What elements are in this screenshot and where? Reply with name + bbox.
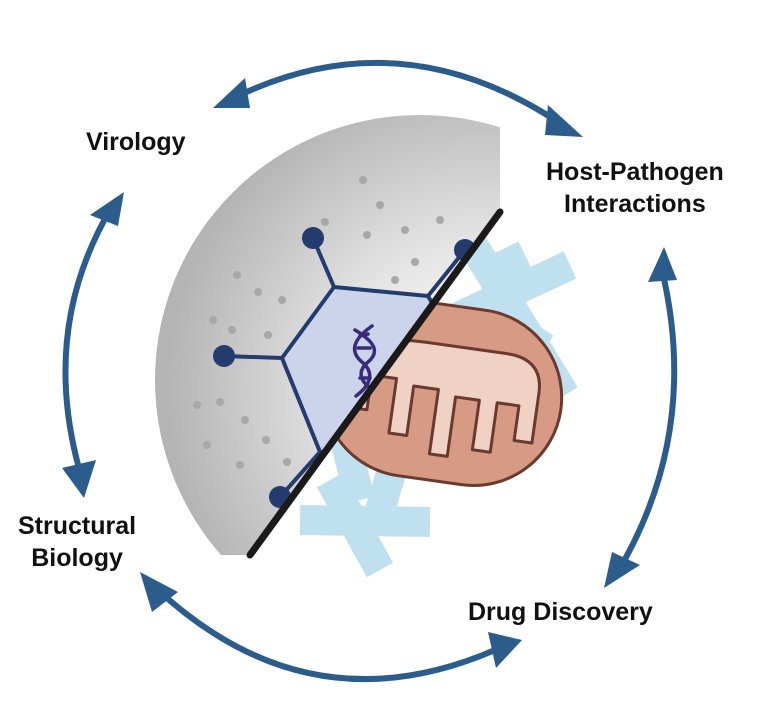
- label-structural-biology-line1: Structural: [18, 512, 137, 540]
- dna-helix: [352, 324, 380, 398]
- label-host-pathogen-line1: Host-Pathogen: [546, 158, 724, 186]
- arrowhead: [604, 552, 640, 588]
- label-drug-discovery-text: Drug Discovery: [468, 598, 653, 626]
- label-drug-discovery: Drug Discovery: [468, 596, 653, 628]
- arrow-host-drug: [617, 267, 678, 571]
- arrowhead: [140, 572, 178, 612]
- arrowhead: [62, 460, 96, 498]
- label-structural-biology-line2: Biology: [31, 544, 123, 572]
- arrowhead: [213, 78, 250, 108]
- arrowhead: [545, 105, 583, 137]
- label-host-pathogen: Host-Pathogen Interactions: [546, 156, 724, 220]
- spike-tips: [213, 227, 476, 508]
- arrowhead: [488, 632, 522, 668]
- label-virology: Virology: [86, 126, 186, 158]
- label-structural-biology: Structural Biology: [18, 510, 136, 574]
- label-virology-text: Virology: [86, 128, 186, 156]
- arrowheads: [62, 78, 677, 668]
- divider-line: [246, 208, 504, 559]
- arrowhead: [648, 247, 677, 282]
- arrow-virology-host: [237, 59, 558, 123]
- label-host-pathogen-line2: Interactions: [564, 190, 706, 218]
- cycle-arrows: [62, 59, 678, 683]
- arrow-structural-virology: [62, 207, 113, 475]
- arrow-drug-structural: [155, 587, 498, 683]
- arrowhead: [90, 192, 124, 226]
